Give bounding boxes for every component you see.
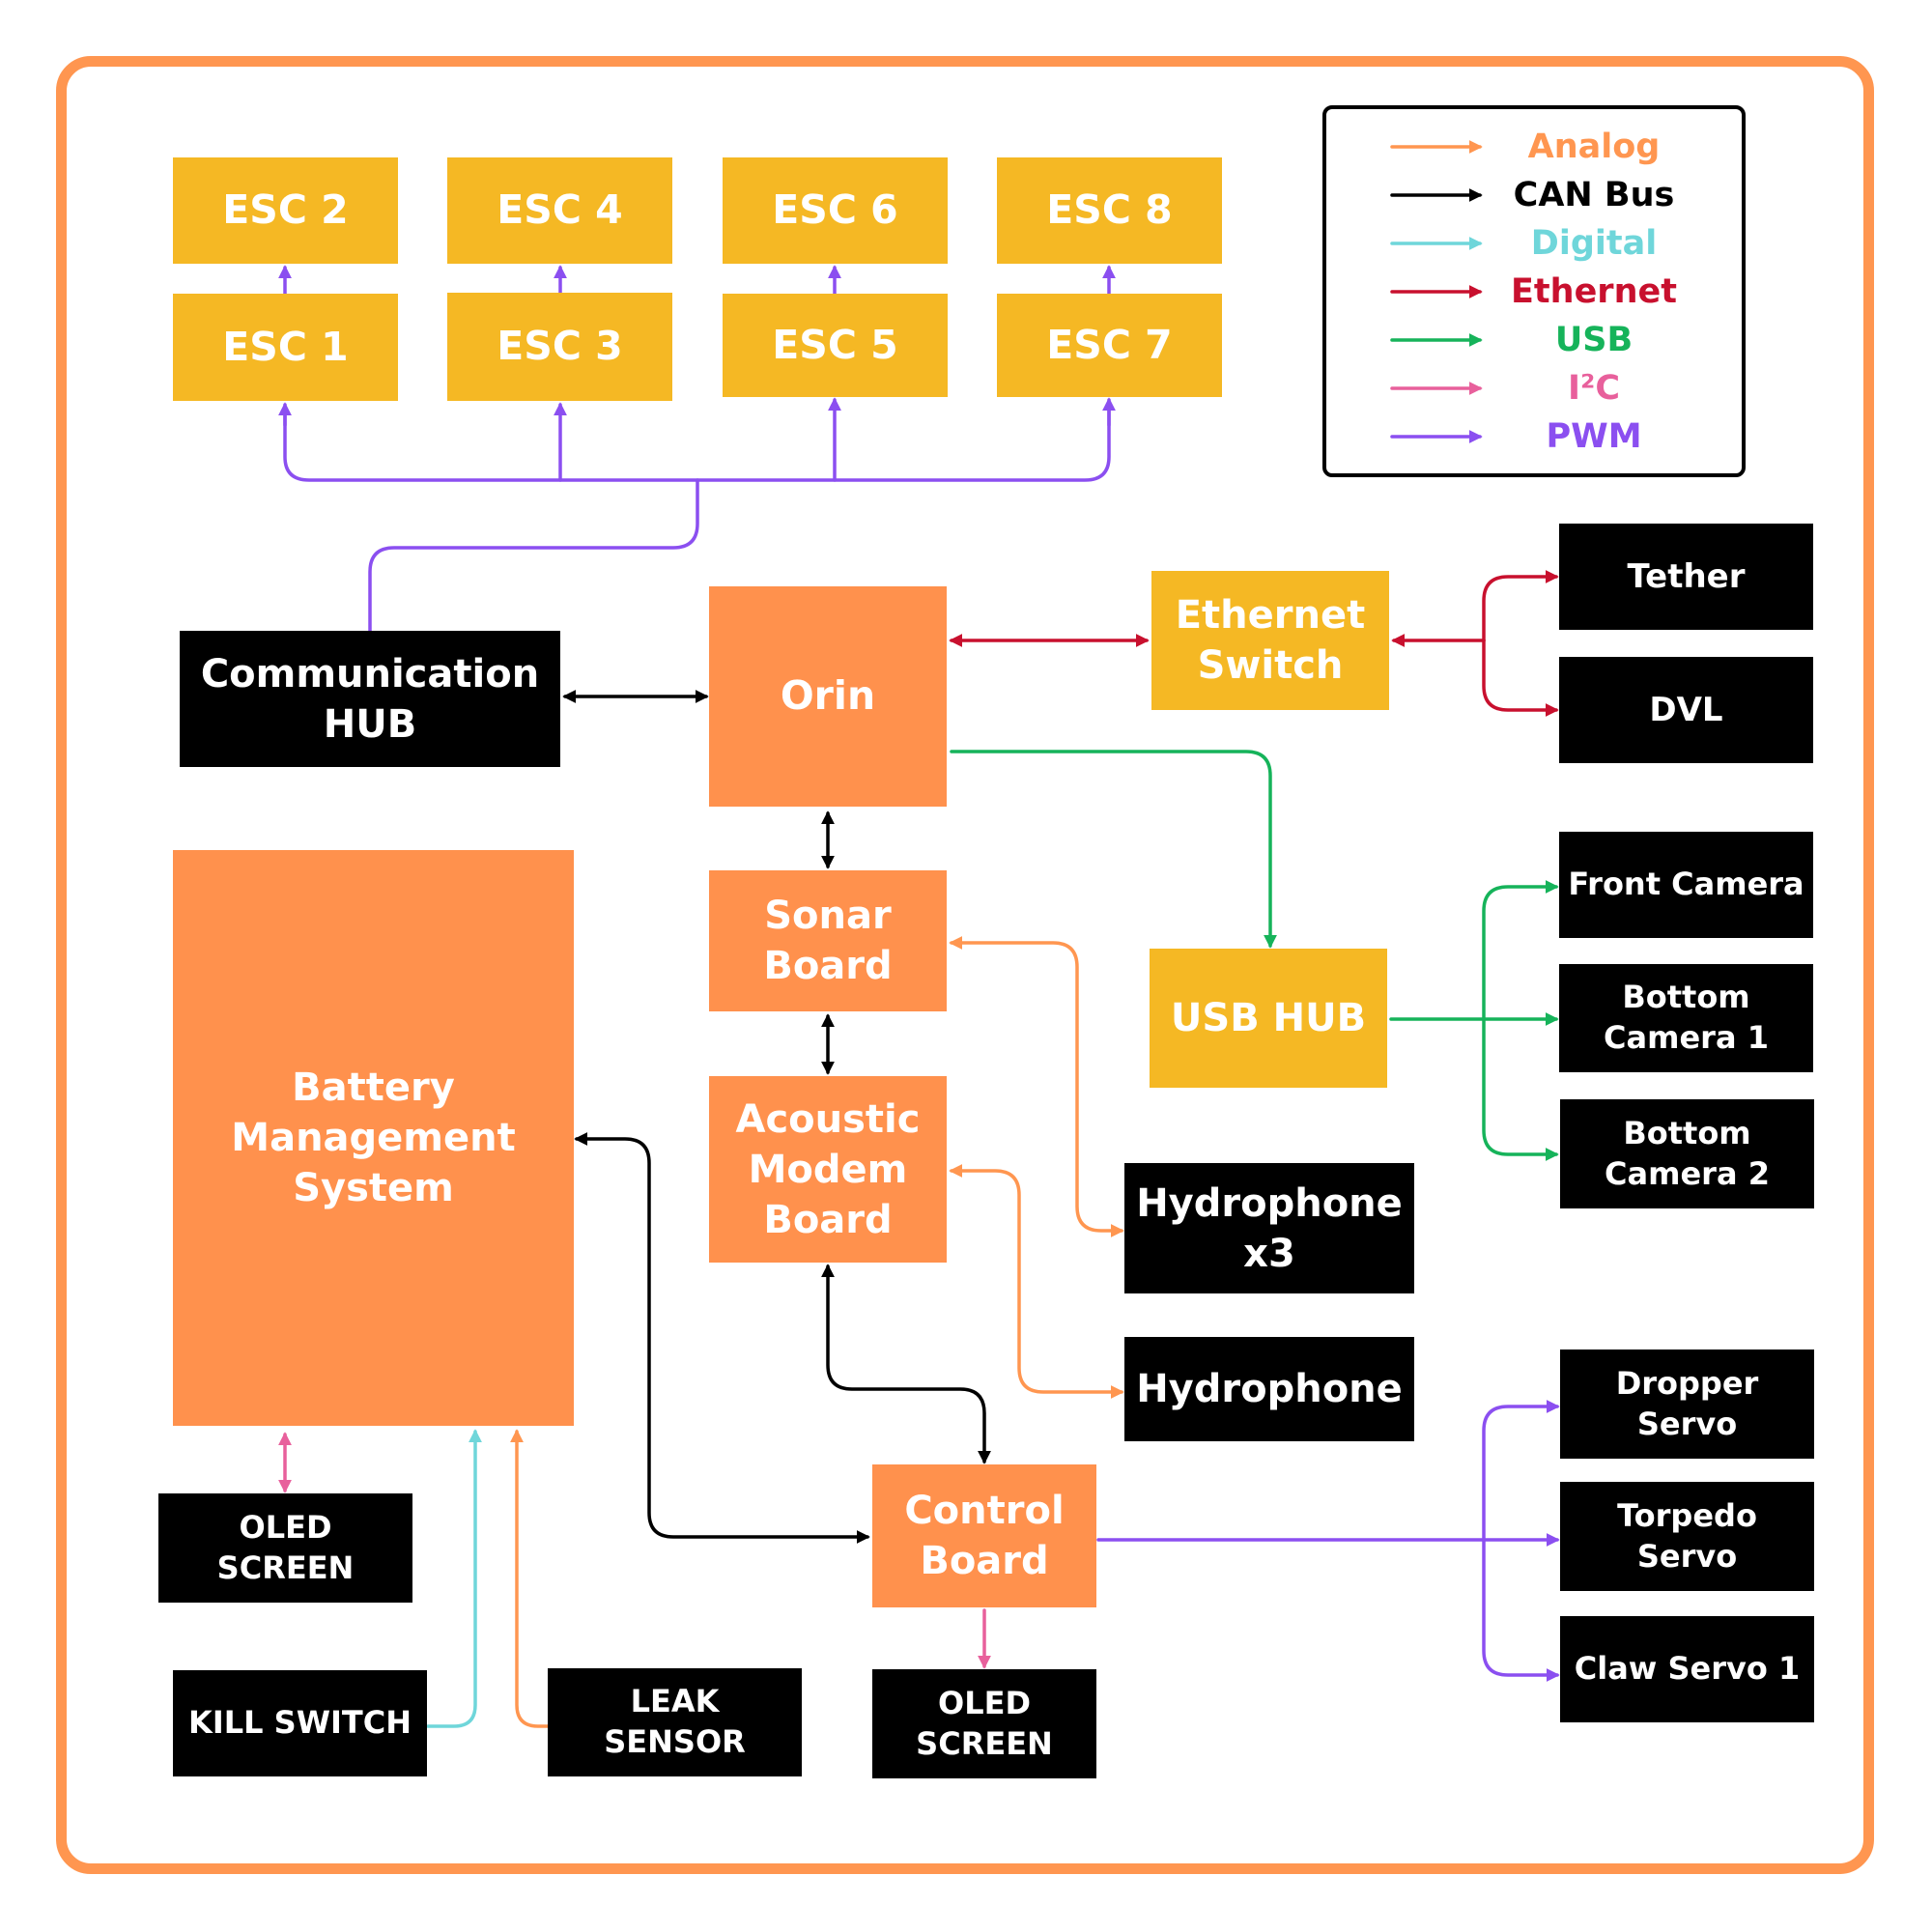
legend-label-analog: Analog — [1527, 128, 1661, 166]
digital-line-kill-bms — [426, 1429, 482, 1728]
oled-screen-left-node: OLED SCREEN — [158, 1493, 412, 1603]
leak-sensor-label: LEAK SENSOR — [604, 1683, 746, 1760]
analog-line-sonar-hydro3 — [949, 936, 1124, 1237]
esc-1-label: ESC 1 — [222, 323, 349, 370]
esc-5-node: ESC 5 — [723, 294, 948, 397]
acoustic-modem-board-node: Acoustic Modem Board — [709, 1076, 947, 1263]
legend-label-usb: USB — [1554, 321, 1634, 359]
tether-label: Tether — [1627, 556, 1746, 596]
pwm-line-hub-bus — [368, 478, 699, 633]
esc-7-node: ESC 7 — [997, 294, 1222, 397]
orin-node: Orin — [709, 586, 947, 807]
kill-switch-node: KILL SWITCH — [173, 1670, 427, 1776]
esc-8-node: ESC 8 — [997, 157, 1222, 264]
legend-label-pwm: PWM — [1546, 417, 1642, 456]
hydrophone-x3-label: Hydrophone x3 — [1136, 1180, 1403, 1276]
tether-node: Tether — [1559, 524, 1813, 630]
analog-line-leak-bms — [510, 1429, 550, 1728]
esc-8-label: ESC 8 — [1046, 186, 1173, 234]
bottom-camera-1-label: Bottom Camera 1 — [1604, 979, 1769, 1056]
esc-6-node: ESC 6 — [723, 157, 948, 264]
oled-screen-left-label: OLED SCREEN — [216, 1508, 355, 1586]
leak-sensor-node: LEAK SENSOR — [548, 1668, 802, 1776]
ethernet-switch-label: Ethernet Switch — [1175, 593, 1366, 688]
communication-hub-label: Communication HUB — [200, 651, 540, 747]
dvl-label: DVL — [1649, 690, 1723, 729]
communication-hub-node: Communication HUB — [180, 631, 560, 767]
battery-management-system-label: Battery Management System — [231, 1065, 516, 1210]
claw-servo-1-node: Claw Servo 1 — [1560, 1616, 1814, 1722]
legend-label-ethernet: Ethernet — [1511, 272, 1677, 311]
diagram-frame — [56, 56, 1874, 1874]
bottom-camera-2-node: Bottom Camera 2 — [1560, 1099, 1814, 1208]
dropper-servo-label: Dropper Servo — [1615, 1364, 1759, 1442]
esc-6-label: ESC 6 — [772, 186, 898, 234]
pwm-line-claw — [1482, 1538, 1560, 1682]
legend — [1322, 105, 1746, 477]
pwm-line-dropper — [1482, 1400, 1560, 1542]
front-camera-label: Front Camera — [1568, 866, 1804, 903]
oled-screen-right-label: OLED SCREEN — [916, 1684, 1053, 1762]
claw-servo-1-label: Claw Servo 1 — [1574, 1650, 1801, 1688]
usb-line-front — [1482, 880, 1559, 1021]
front-camera-node: Front Camera — [1559, 832, 1813, 938]
esc-3-node: ESC 3 — [447, 293, 672, 401]
usb-hub-label: USB HUB — [1170, 996, 1367, 1040]
acoustic-modem-board-label: Acoustic Modem Board — [735, 1096, 921, 1242]
hydrophone-label: Hydrophone — [1136, 1367, 1403, 1411]
hydrophone-x3-node: Hydrophone x3 — [1124, 1163, 1414, 1293]
esc-2-label: ESC 2 — [222, 186, 349, 234]
sonar-board-node: Sonar Board — [709, 870, 947, 1011]
legend-label-can-bus: CAN Bus — [1513, 176, 1675, 214]
bottom-camera-2-label: Bottom Camera 2 — [1605, 1114, 1770, 1192]
esc-4-node: ESC 4 — [447, 157, 672, 264]
esc-3-label: ESC 3 — [497, 323, 623, 370]
usb-hub-node: USB HUB — [1150, 949, 1387, 1088]
control-board-node: Control Board — [872, 1464, 1096, 1607]
oled-screen-right-node: OLED SCREEN — [872, 1669, 1096, 1778]
can-line-bms-control — [574, 1132, 870, 1544]
torpedo-servo-label: Torpedo Servo — [1617, 1496, 1757, 1575]
can-line-modem-control — [821, 1264, 991, 1464]
orin-label: Orin — [780, 672, 876, 720]
analog-line-modem-hydro — [949, 1164, 1124, 1399]
esc-5-label: ESC 5 — [772, 321, 898, 368]
legend-label-digital: Digital — [1530, 224, 1658, 263]
battery-management-system-node: Battery Management System — [173, 850, 574, 1426]
control-board-label: Control Board — [904, 1489, 1065, 1583]
pwm-line-bus — [283, 407, 1111, 482]
usb-line-orin-hub — [950, 750, 1277, 949]
bottom-camera-1-node: Bottom Camera 1 — [1559, 964, 1813, 1072]
esc-7-label: ESC 7 — [1046, 321, 1173, 368]
ethernet-switch-node: Ethernet Switch — [1151, 571, 1389, 710]
esc-1-node: ESC 1 — [173, 294, 398, 401]
esc-4-label: ESC 4 — [497, 186, 623, 234]
hydrophone-node: Hydrophone — [1124, 1337, 1414, 1441]
torpedo-servo-node: Torpedo Servo — [1560, 1482, 1814, 1591]
usb-line-bottom2 — [1482, 1017, 1559, 1161]
sonar-board-label: Sonar Board — [763, 894, 893, 988]
eth-line-tether — [1482, 570, 1559, 642]
kill-switch-label: KILL SWITCH — [188, 1704, 412, 1742]
legend-label-i2c: I²C — [1567, 369, 1621, 408]
esc-2-node: ESC 2 — [173, 157, 398, 264]
eth-line-dvl — [1482, 639, 1559, 717]
dvl-node: DVL — [1559, 657, 1813, 763]
dropper-servo-node: Dropper Servo — [1560, 1350, 1814, 1459]
